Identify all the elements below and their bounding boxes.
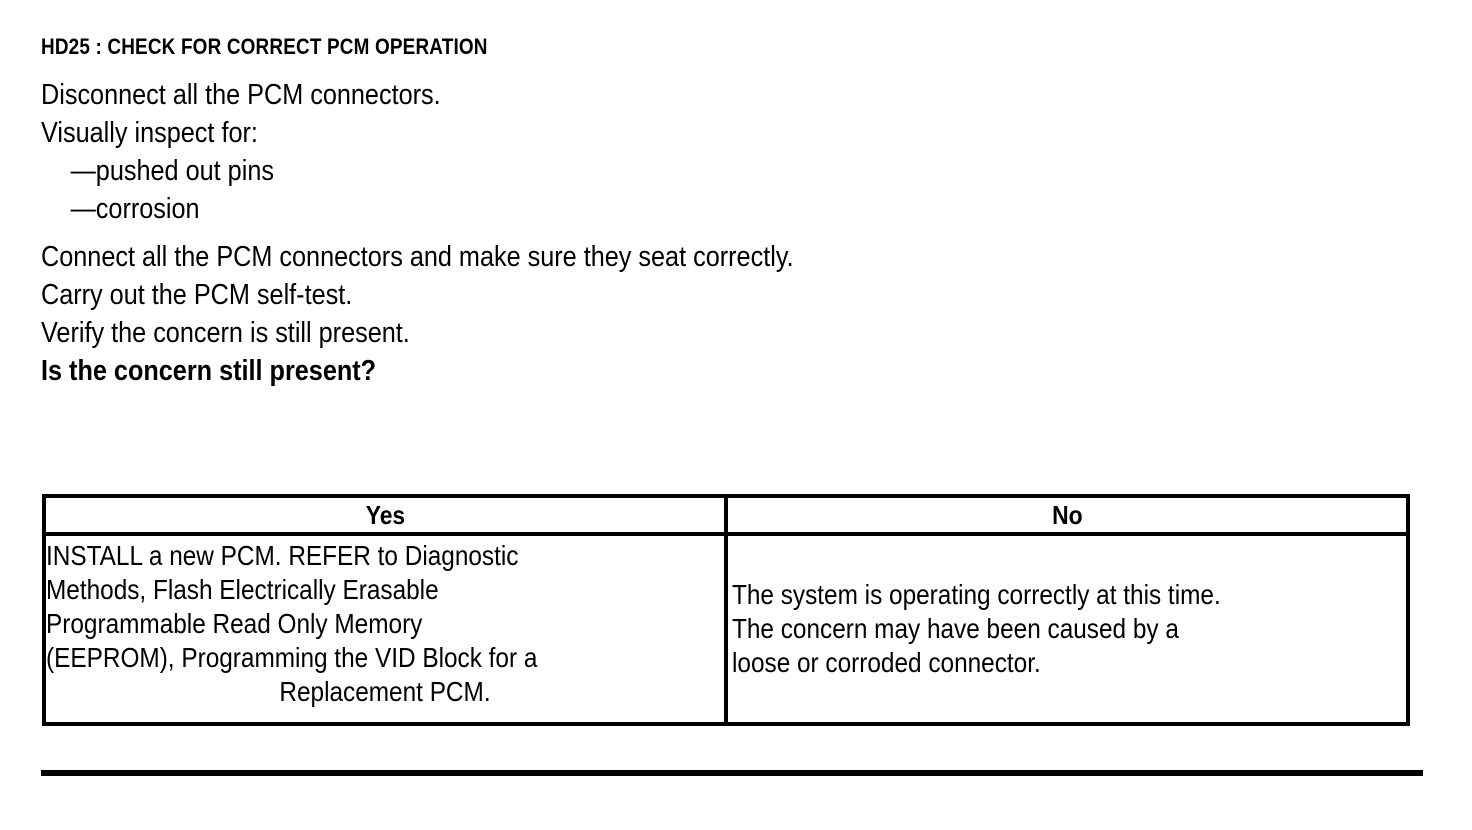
table-header-no: No bbox=[728, 498, 1406, 532]
cell-text-line: loose or corroded connector. bbox=[732, 647, 1041, 678]
cell-text-line: Programmable Read Only Memory bbox=[46, 608, 423, 639]
page-title: HD25 : CHECK FOR CORRECT PCM OPERATION bbox=[41, 34, 488, 59]
cell-text-line: INSTALL a new PCM. REFER to Diagnostic bbox=[46, 540, 519, 571]
instruction-list: Disconnect all the PCM connectors. Visua… bbox=[41, 80, 1381, 387]
table-cell-yes: INSTALL a new PCM. REFER to Diagnostic M… bbox=[46, 536, 724, 722]
footer-divider bbox=[41, 770, 1423, 776]
cell-text-line: The concern may have been caused by a bbox=[732, 613, 1179, 644]
decision-question: Is the concern still present? bbox=[41, 355, 377, 387]
instruction-line: Carry out the PCM self-test. bbox=[41, 279, 353, 311]
cell-text-line: The system is operating correctly at thi… bbox=[732, 579, 1221, 610]
cell-text-line: Replacement PCM. bbox=[279, 676, 491, 707]
table-header-yes-label: Yes bbox=[365, 500, 405, 530]
instruction-line: Verify the concern is still present. bbox=[41, 317, 410, 349]
table-header-yes: Yes bbox=[46, 498, 724, 532]
instruction-line: Visually inspect for: bbox=[41, 117, 258, 149]
instruction-bullet: —corrosion bbox=[70, 193, 200, 225]
table-cell-no: The system is operating correctly at thi… bbox=[732, 536, 1432, 722]
cell-text-line: Methods, Flash Electrically Erasable bbox=[46, 574, 439, 605]
instruction-bullet: —pushed out pins bbox=[70, 155, 274, 187]
decision-table: Yes No INSTALL a new PCM. REFER to Diagn… bbox=[42, 494, 1410, 726]
instruction-line: Connect all the PCM connectors and make … bbox=[41, 241, 794, 273]
cell-text-line: (EEPROM), Programming the VID Block for … bbox=[46, 642, 538, 673]
table-body-row: INSTALL a new PCM. REFER to Diagnostic M… bbox=[46, 536, 1406, 722]
table-header-no-label: No bbox=[1051, 500, 1083, 530]
table-column-divider bbox=[724, 498, 728, 722]
instruction-line: Disconnect all the PCM connectors. bbox=[41, 79, 441, 111]
